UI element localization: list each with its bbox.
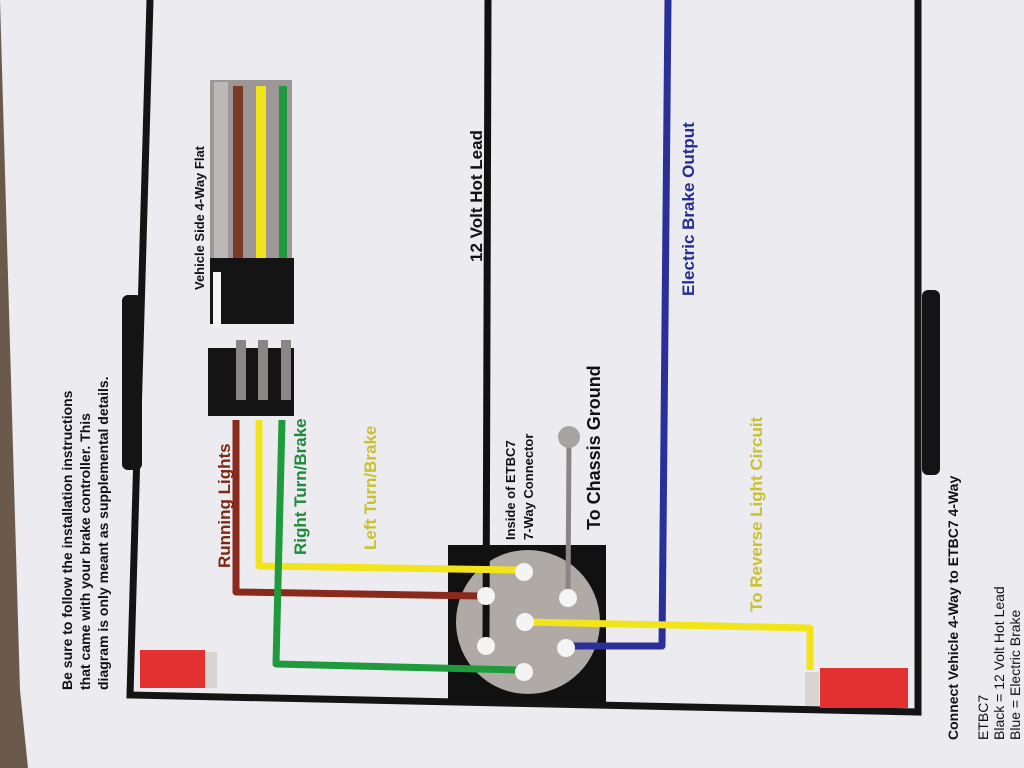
bottom-model: ETBC7: [975, 695, 991, 740]
left-turn-label: Left Turn/Brake: [361, 426, 380, 550]
hot-lead-wire: [482, 0, 492, 641]
inside-etbc7-label-2: 7-Way Connector: [521, 434, 536, 540]
inside-etbc7-label-1: Inside of ETBC7: [503, 440, 518, 540]
frame-tab-left: [122, 295, 142, 470]
reverse-light-wire: [525, 618, 814, 670]
pin-top: [515, 563, 533, 581]
brake-output-label: Electric Brake Output: [679, 122, 698, 296]
brake-output-wire: [566, 0, 672, 650]
pin-upper-right: [559, 589, 577, 607]
running-lights-wire: [232, 420, 481, 600]
seven-way-pins: [477, 563, 577, 681]
running-lights-label: Running Lights: [215, 443, 234, 568]
red-marker-right-cap: [805, 672, 819, 706]
vehicle-side-label: Vehicle Side 4-Way Flat: [192, 145, 207, 290]
pin-center: [516, 613, 534, 631]
red-marker-right: [820, 668, 908, 708]
chassis-ground-label: To Chassis Ground: [584, 365, 604, 530]
pin-bottom: [515, 663, 533, 681]
vehicle-4way-cable: [210, 80, 294, 327]
note-line-2: that came with your brake controller. Th…: [77, 413, 93, 690]
chassis-ground-wire: [565, 439, 572, 599]
red-marker-left-cap: [205, 652, 217, 688]
pin-upper-left: [477, 587, 495, 605]
bottom-heading: Connect Vehicle 4-Way to ETBC7 4-Way: [945, 476, 961, 740]
bottom-blue: Blue = Electric Brake: [1007, 609, 1023, 740]
bottom-black: Black = 12 Volt Hot Lead: [991, 586, 1007, 740]
etbc7-4way-plug: [208, 340, 294, 416]
reverse-light-label: To Reverse Light Circuit: [747, 416, 766, 612]
red-marker-left: [140, 650, 205, 688]
pin-lower-left: [477, 637, 495, 655]
note-line-1: Be sure to follow the installation instr…: [59, 390, 75, 690]
pin-lower-right: [557, 639, 575, 657]
ground-terminal: [558, 426, 580, 448]
right-turn-wire: [272, 419, 519, 674]
frame-tab-right: [922, 290, 940, 475]
left-turn-wire: [255, 420, 521, 574]
right-turn-label: Right Turn/Brake: [291, 418, 310, 555]
note-line-3: diagram is only meant as supplemental de…: [95, 376, 111, 690]
hot-lead-label: 12 Volt Hot Lead: [467, 130, 486, 262]
